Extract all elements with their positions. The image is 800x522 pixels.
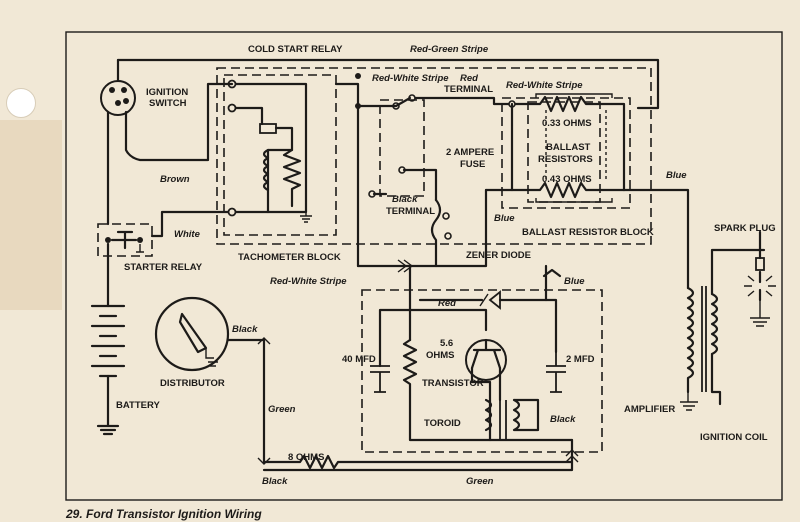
label-black-bottom: Black: [262, 476, 288, 487]
eight-ohm-wire: [262, 454, 574, 470]
battery: [90, 242, 126, 436]
spark-plug: [744, 230, 776, 327]
label-ballast-2: RESISTORS: [538, 154, 593, 165]
label-40-mfd: 40 MFD: [342, 354, 376, 365]
paper-stain: [0, 120, 62, 310]
distributor: [154, 296, 266, 372]
fuse-wire: [408, 198, 442, 292]
label-black-dist: Black: [232, 324, 258, 335]
cold-start-relay: [227, 79, 312, 223]
tachometer-block-outline: [216, 67, 652, 245]
ballast-resistor-block-outline: [501, 97, 631, 209]
label-blue-fuse: Blue: [494, 213, 515, 224]
label-green-bottom: Green: [466, 476, 494, 487]
label-brown: Brown: [160, 174, 190, 185]
label-toroid: TOROID: [424, 418, 461, 429]
connector-chevron: [397, 259, 414, 273]
ballast-resistors: [484, 93, 626, 203]
label-black-terminal-2: TERMINAL: [386, 206, 435, 217]
label-green-vert: Green: [268, 404, 296, 415]
label-red-green-stripe: Red-Green Stripe: [410, 44, 489, 55]
red-green-stripe-wire: [116, 58, 660, 110]
green-bottom-wire: [262, 450, 574, 472]
label-blue-amp: Blue: [564, 276, 585, 287]
label-amplifier: AMPLIFIER: [624, 404, 675, 415]
label-8-ohms: 8 OHMS: [288, 452, 324, 463]
label-red: Red: [460, 73, 478, 84]
red-white-stripe-wire: [334, 82, 360, 268]
label-battery: BATTERY: [116, 400, 160, 411]
label-transistor: TRANSISTOR: [422, 378, 484, 389]
label-2-mfd: 2 MFD: [566, 354, 595, 365]
label-ignition-coil: IGNITION COIL: [700, 432, 768, 443]
diagram-frame: [65, 31, 783, 501]
label-terminal: TERMINAL: [444, 84, 493, 95]
label-56: 5.6: [440, 338, 453, 349]
label-red-white-stripe-low: Red-White Stripe: [270, 276, 347, 287]
red-terminal-wire: [414, 96, 510, 106]
black-terminal-outline: [379, 99, 425, 197]
label-red-white-stripe-right: Red-White Stripe: [506, 80, 583, 91]
label-red-amp: Red: [438, 298, 456, 309]
label-2-ampere: 2 AMPERE: [446, 147, 494, 158]
label-starter-relay: STARTER RELAY: [124, 262, 203, 273]
label-blue-right: Blue: [666, 170, 687, 181]
label-zener-diode: ZENER DIODE: [466, 250, 531, 261]
ignition-coil: [680, 248, 766, 411]
label-56-ohms: OHMS: [426, 350, 455, 361]
label-fuse: FUSE: [460, 159, 485, 170]
ignition-switch: [100, 80, 136, 116]
amplifier: [370, 264, 574, 454]
label-black-amp: Black: [550, 414, 576, 425]
caption-number: 29.: [66, 507, 83, 521]
label-spark-plug: SPARK PLUG: [714, 223, 776, 234]
black-terminal-wire: [372, 168, 438, 202]
switch-to-relay-wire: [124, 82, 234, 162]
label-ignition-switch-2: SWITCH: [149, 98, 187, 109]
figure-caption: 29. Ford Transistor Ignition Wiring: [66, 507, 262, 521]
blue-coil-wire: [622, 188, 690, 290]
label-033-ohms: 0.33 OHMS: [542, 118, 592, 129]
label-white: White: [174, 229, 201, 240]
ballast-inner-outline: [527, 101, 601, 203]
white-wire: [150, 210, 230, 238]
label-043-ohms: 0.43 OHMS: [542, 174, 592, 185]
label-black-terminal-1: Black: [392, 194, 418, 205]
label-distributor: DISTRIBUTOR: [160, 378, 225, 389]
label-tachometer-block: TACHOMETER BLOCK: [238, 252, 341, 263]
blue-fuse-wire: [434, 188, 488, 268]
label-red-white-stripe-top: Red-White Stripe: [372, 73, 449, 84]
caption-title: Ford Transistor Ignition Wiring: [86, 507, 262, 521]
amplifier-outline: [361, 289, 603, 453]
label-ignition-switch-1: IGNITION: [146, 87, 188, 98]
label-ballast-1: BALLAST: [546, 142, 591, 153]
binder-hole: [6, 88, 36, 118]
starter-relay: [105, 230, 144, 253]
label-cold-start-relay: COLD START RELAY: [248, 44, 343, 55]
label-ballast-block: BALLAST RESISTOR BLOCK: [522, 227, 654, 238]
starter-relay-outline: [97, 223, 153, 257]
cold-start-relay-outline: [223, 74, 337, 236]
